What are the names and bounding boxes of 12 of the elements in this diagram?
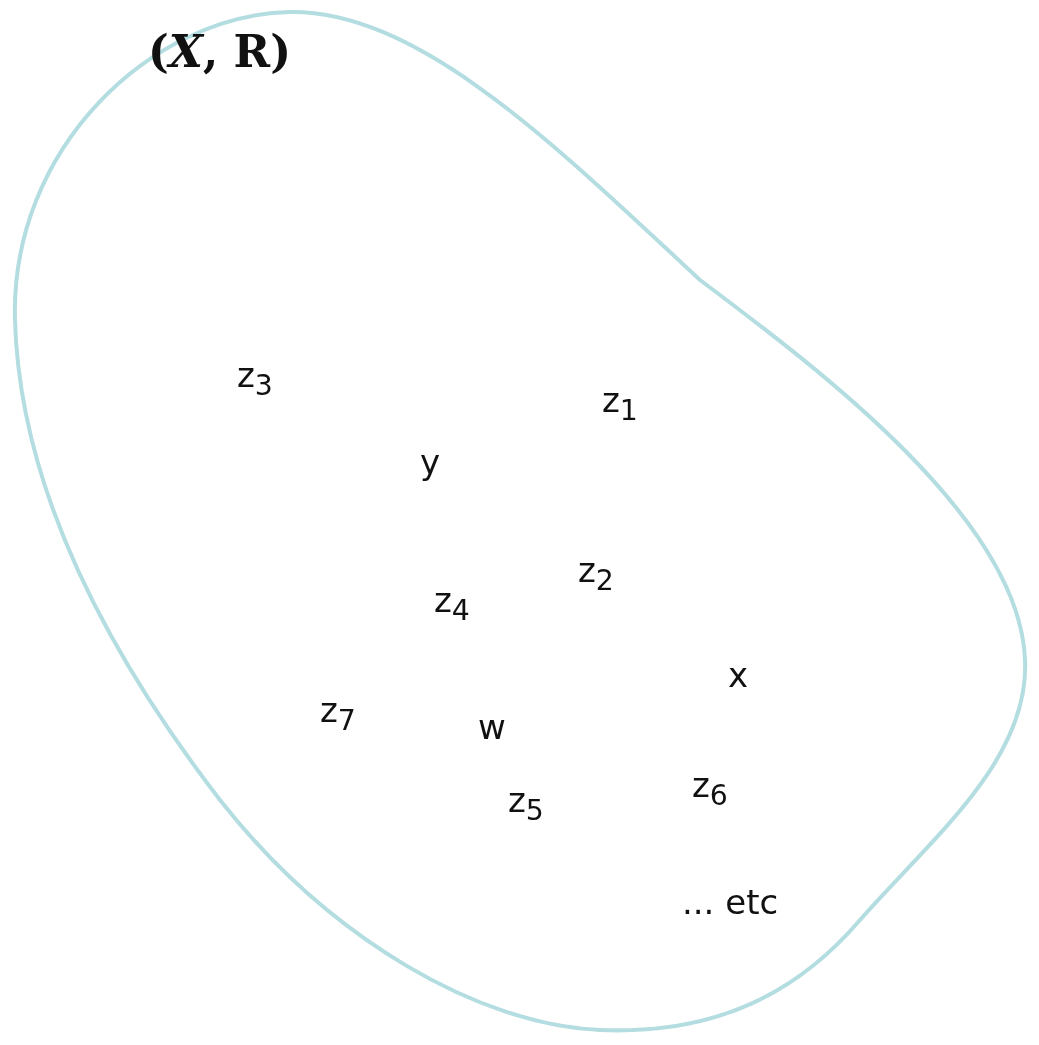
element-label: z$_{7}$ (320, 693, 356, 736)
element-label: z$_{1}$ (602, 383, 638, 426)
element-label: x (728, 658, 749, 692)
element-label: w (478, 710, 506, 744)
element-label: z$_{2}$ (578, 553, 614, 596)
element-label: y (420, 445, 441, 479)
element-label: z$_{5}$ (508, 783, 544, 826)
element-label: z$_{3}$ (237, 358, 273, 401)
element-label: ... etc (682, 885, 779, 919)
set-title: (X, R) (148, 26, 291, 77)
element-label: z$_{6}$ (692, 768, 728, 811)
element-label: z$_{4}$ (434, 583, 470, 626)
